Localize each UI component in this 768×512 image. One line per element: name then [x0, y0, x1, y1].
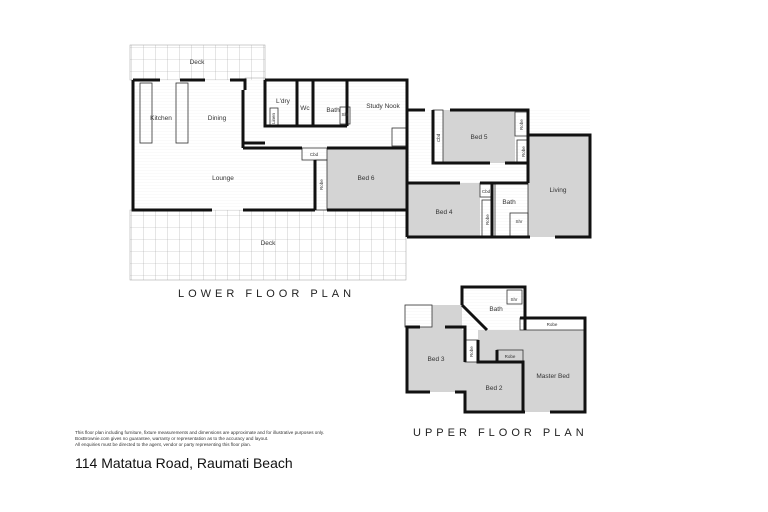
room-label-bed6: Bed 6: [358, 175, 375, 182]
room-label-bed2-robe: Robe: [505, 354, 516, 359]
upper-floor-plan: Bath Shr Robe Bed 3 Robe Robe Bed 2 Mast…: [404, 285, 588, 439]
room-label-deck-top: Deck: [190, 59, 206, 66]
disclaimer-line: All enquiries must be directed to the ag…: [75, 442, 251, 447]
bed2-area: [465, 362, 522, 412]
room-label-shower: Shr: [341, 112, 349, 117]
disclaimer: This floor plan including furniture, fix…: [75, 430, 324, 448]
room-label-shower2: Shr: [515, 219, 523, 224]
room-label-upper-bath: Bath: [489, 306, 503, 313]
room-label-bath2: Bath: [502, 199, 516, 206]
room-label-upper-shower: Shr: [510, 297, 518, 302]
room-label-dining: Dining: [208, 115, 227, 122]
bed6-area: [327, 148, 407, 210]
lower-floor-title: LOWER FLOOR PLAN: [178, 288, 355, 300]
property-address: 114 Matatua Road, Raumati Beach: [75, 455, 293, 471]
room-label-kitchen: Kitchen: [150, 115, 172, 122]
room-label-wc: Wc: [300, 105, 310, 112]
room-label-bath: Bath: [326, 107, 340, 114]
room-label-bed4-cbd: Cbd: [482, 189, 491, 194]
room-label-bed5: Bed 5: [471, 134, 488, 141]
living-area: [528, 135, 590, 237]
room-label-laundry: L'dry: [276, 98, 291, 105]
room-label-bed5-cbd: Cbd: [436, 133, 441, 142]
room-label-bed2: Bed 2: [486, 385, 503, 392]
room-label-robe: Robe: [319, 179, 324, 190]
deck-top: [129, 44, 266, 81]
bed4-area: [408, 183, 480, 237]
room-label-deck-bottom: Deck: [261, 240, 277, 247]
room-label-lounge: Lounge: [212, 175, 234, 182]
room-label-study-nook: Study Nook: [366, 103, 400, 110]
lower-floor-plan: Deck Kitchen Dining L'dry Linen Wc Bath …: [129, 44, 592, 300]
room-label-master-robe: Robe: [547, 322, 558, 327]
room-label-living: Living: [550, 187, 567, 194]
room-label-master-bed: Master Bed: [536, 373, 570, 380]
room-label-bed5-robe1: Robe: [519, 119, 524, 130]
bed5-area: [443, 110, 515, 163]
bed3-area: [407, 327, 465, 392]
upper-floor-title: UPPER FLOOR PLAN: [413, 427, 588, 439]
disclaimer-line: BoxBrownie.com gives no guarantee, warra…: [75, 436, 269, 441]
room-label-cbd: Cbd: [310, 152, 319, 157]
room-label-bed3-robe: Robe: [469, 346, 474, 357]
master-area: [522, 330, 585, 412]
room-label-bed3: Bed 3: [428, 356, 445, 363]
disclaimer-line: This floor plan including furniture, fix…: [75, 430, 325, 435]
room-label-bed4-robe: Robe: [485, 214, 490, 225]
room-label-linen: Linen: [271, 112, 276, 124]
room-label-bed5-robe2: Robe: [521, 146, 526, 157]
room-label-bed4: Bed 4: [436, 209, 453, 216]
